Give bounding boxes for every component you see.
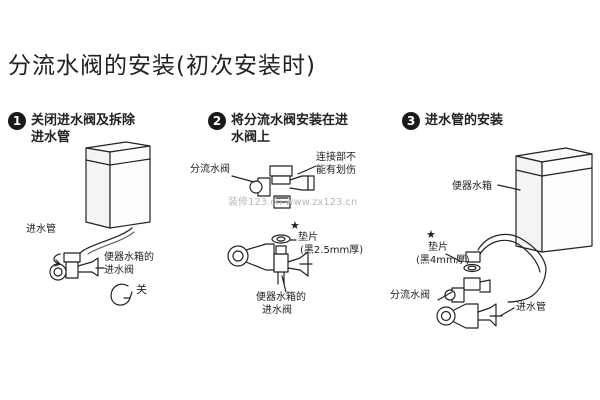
- step-2-connector-note-line1: 连接部不: [316, 152, 356, 163]
- step-1-inlet-pipe-label: 进水管: [26, 224, 56, 235]
- step-2-gasket-label: 垫片: [298, 232, 318, 243]
- step-3-heading: 3 进水管的安装: [402, 112, 503, 130]
- step-3-diverter-valve: [444, 277, 491, 303]
- page-title: 分流水阀的安装(初次安装时): [8, 53, 316, 79]
- step-2-star-icon: ★: [290, 219, 300, 232]
- step-2-diverter-valve-label: 分流水阀: [190, 164, 230, 175]
- step-2-gasket: [271, 234, 291, 244]
- step-2-tank-valve-label-line1: 便器水箱的: [256, 292, 306, 303]
- close-rotate-arrow-icon: [110, 283, 131, 306]
- step-2-connector-note-line2: 能有划伤: [316, 165, 356, 176]
- step-2-gasket-spec: (黑2.5mm厚): [300, 245, 364, 256]
- step-1-close-label: 关: [136, 283, 147, 296]
- step-1-toilet-tank: [85, 141, 151, 229]
- step-3-angle-valve: [436, 303, 503, 329]
- step-2-text-line2: 水阀上: [231, 130, 271, 145]
- step-1-tank-valve-label-line1: 便器水箱的: [104, 252, 154, 263]
- step-1-angle-valve: [49, 252, 105, 281]
- step-3-text-line1: 进水管的安装: [425, 113, 504, 128]
- step-3-star-icon: ★: [426, 228, 436, 241]
- step-3-inlet-pipe-label: 进水管: [516, 302, 546, 313]
- watermark: 装修123.cn www.zx123.cn: [228, 197, 358, 208]
- step-1-tank-valve-label-line2: 进水阀: [104, 265, 134, 276]
- step-2-number-badge: 2: [208, 112, 226, 130]
- step-3-inlet-hose: [477, 233, 547, 297]
- step-2-diverter-valve: [249, 165, 315, 209]
- step-1-text-line2: 进水管: [31, 130, 71, 145]
- step-1-text-line1: 关闭进水阀及拆除: [31, 113, 136, 128]
- step-1-number-badge: 1: [8, 112, 26, 130]
- step-3-gasket-label: 垫片: [428, 242, 448, 253]
- step-3-diverter-valve-label: 分流水阀: [390, 290, 430, 301]
- step-3-gasket-spec: (黑4mm厚): [416, 255, 470, 266]
- step-3-number-badge: 3: [402, 112, 420, 130]
- step-1-heading: 1 关闭进水阀及拆除 进水管: [8, 112, 135, 146]
- step-2-tank-valve-label-line2: 进水阀: [262, 305, 292, 316]
- step-2-angle-valve: [227, 243, 313, 285]
- step-3-toilet-tank: [515, 147, 593, 253]
- step-3-toilet-tank-label: 便器水箱: [452, 181, 492, 192]
- step-2-heading: 2 将分流水阀安装在进 水阀上: [208, 112, 348, 146]
- step-3-gasket: [463, 263, 481, 273]
- step-2-text-line1: 将分流水阀安装在进: [231, 113, 349, 128]
